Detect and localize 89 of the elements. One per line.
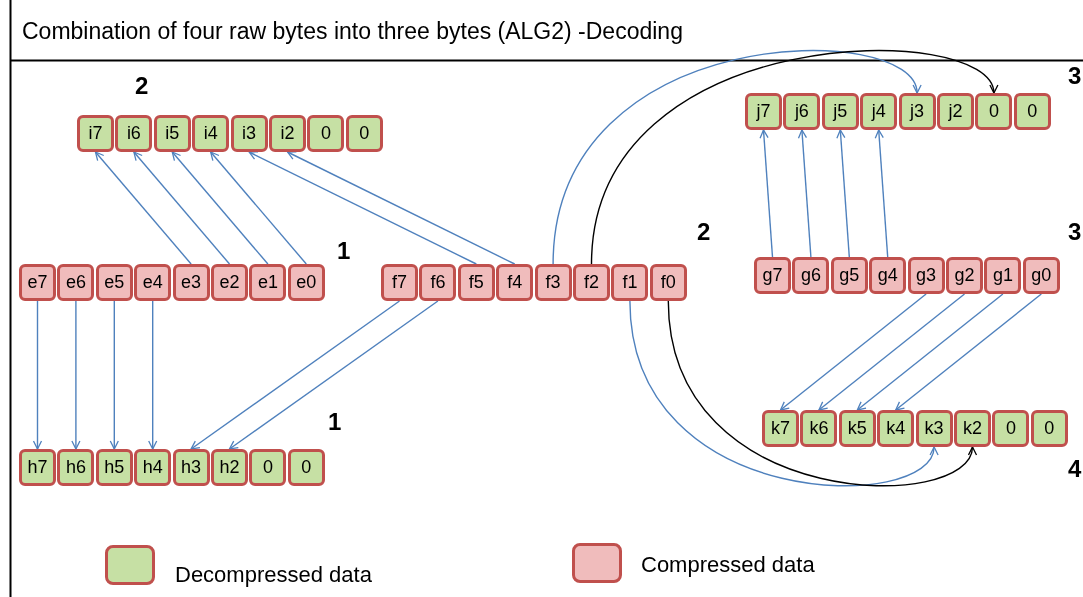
bit-cell: e1 [249, 264, 287, 301]
bit-cell: f4 [496, 264, 534, 301]
arrow [874, 129, 889, 258]
bit-cell: k3 [915, 410, 953, 447]
arrow [248, 151, 477, 265]
bit-cell: j6 [783, 93, 821, 130]
arrow [779, 293, 927, 411]
bit-cell: j3 [898, 93, 936, 130]
bit-cell: i5 [153, 115, 191, 152]
bit-cell: g4 [869, 257, 907, 294]
arrow [32, 300, 43, 450]
bit-cell: 0 [249, 449, 287, 486]
bit-cell: 0 [1030, 410, 1068, 447]
row-number: 3 [1068, 62, 1082, 90]
bit-cell: j7 [745, 93, 782, 130]
bit-cell: j2 [937, 93, 974, 130]
bit-cell: k2 [954, 410, 991, 447]
bit-cell: g7 [754, 257, 791, 294]
bit-cell: 0 [975, 93, 1013, 130]
bit-cell: g6 [792, 257, 830, 294]
arrow [856, 293, 1004, 411]
bit-cell: i2 [269, 115, 306, 152]
bit-cell: g2 [946, 257, 983, 294]
bit-cell: e5 [95, 264, 133, 301]
row-number: 2 [135, 72, 149, 100]
bit-cell: 0 [345, 115, 383, 152]
bit-cell: e0 [287, 264, 325, 301]
bit-cell: h4 [134, 449, 172, 486]
bit-cell: g0 [1022, 257, 1060, 294]
bit-cell: h6 [57, 449, 95, 486]
bit-cell: e2 [211, 264, 248, 301]
bit-cell: h3 [172, 449, 210, 486]
bit-cell: g3 [907, 257, 945, 294]
bit-cell: i6 [115, 115, 153, 152]
bit-cell: k4 [877, 410, 915, 447]
arrow [895, 293, 1042, 411]
arrow [71, 300, 81, 450]
row-number: 3 [1068, 218, 1082, 246]
arrow [797, 129, 812, 258]
arrow [286, 151, 516, 265]
bit-cell: i3 [230, 115, 268, 152]
arrow [109, 300, 119, 450]
arrow [818, 293, 966, 411]
row-number: 4 [1068, 455, 1082, 483]
bit-cell: j5 [821, 93, 859, 130]
bit-cell: i4 [192, 115, 230, 152]
bit-cell: k6 [800, 410, 838, 447]
curved-arrow [552, 49, 919, 265]
legend-label: Decompressed data [175, 562, 372, 588]
row-number: 2 [697, 218, 711, 246]
arrow [133, 151, 231, 265]
row-number: 1 [337, 237, 351, 265]
bit-cell: k5 [838, 410, 876, 447]
bit-cell: 0 [1013, 93, 1051, 130]
bit-cell: j4 [860, 93, 898, 130]
arrow [171, 151, 269, 265]
arrow [94, 151, 192, 265]
bit-cell: i7 [77, 115, 114, 152]
bit-cell: f7 [381, 264, 418, 301]
arrow [190, 300, 401, 450]
arrow [759, 129, 774, 258]
bit-cell: g5 [830, 257, 868, 294]
arrow [210, 151, 307, 265]
bit-cell: f1 [611, 264, 649, 301]
arrow [228, 300, 439, 450]
bit-cell: h7 [19, 449, 56, 486]
bit-cell: e7 [19, 264, 56, 301]
bit-cell: e3 [172, 264, 210, 301]
curved-arrow [629, 300, 936, 487]
bit-cell: 0 [992, 410, 1030, 447]
bit-cell: f5 [457, 264, 495, 301]
curved-arrow [667, 300, 974, 487]
bit-cell: k7 [762, 410, 799, 447]
bit-cell: f3 [534, 264, 572, 301]
bit-cell: h5 [95, 449, 133, 486]
arrow [836, 129, 850, 258]
diagram-title: Combination of four raw bytes into three bytes (ALG2) -Decoding [22, 18, 683, 45]
bit-cell: h2 [211, 449, 248, 486]
bit-cell: 0 [287, 449, 325, 486]
legend-label: Compressed data [641, 552, 815, 578]
arrow [148, 300, 158, 450]
bit-cell: e6 [57, 264, 95, 301]
bit-cell: 0 [307, 115, 345, 152]
bit-cell: g1 [984, 257, 1022, 294]
bit-cell: f6 [419, 264, 457, 301]
row-number: 1 [328, 408, 342, 436]
bit-cell: e4 [134, 264, 172, 301]
bit-cell: f2 [573, 264, 610, 301]
bit-cell: f0 [649, 264, 687, 301]
